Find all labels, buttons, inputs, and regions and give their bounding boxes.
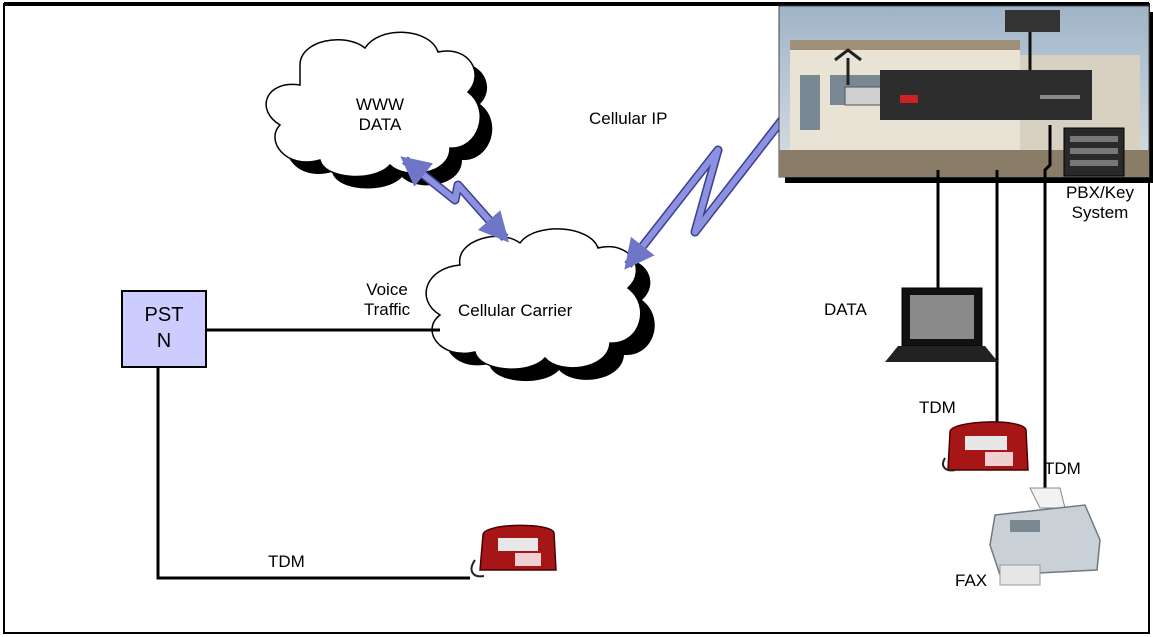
laptop-icon bbox=[885, 287, 998, 362]
tdm-fax-line bbox=[1043, 125, 1052, 505]
voice-label-line2: Traffic bbox=[363, 300, 411, 319]
www-label-line1: WWW bbox=[355, 95, 405, 114]
tdm-line-bottom bbox=[156, 368, 470, 580]
fax-icon bbox=[989, 487, 1101, 586]
cellular-carrier-cloud bbox=[425, 228, 655, 382]
www-carrier-link bbox=[400, 156, 509, 243]
cellular-carrier-label: Cellular Carrier bbox=[458, 301, 573, 320]
phone-icon-bottom bbox=[470, 524, 557, 578]
cellular-ip-label: Cellular IP bbox=[589, 109, 668, 128]
cellular-ip-link bbox=[624, 53, 834, 270]
phone-icon-right bbox=[942, 421, 1029, 472]
pbx-label-line2: System bbox=[1071, 203, 1129, 222]
fax-label: FAX bbox=[955, 571, 988, 590]
data-label: DATA bbox=[824, 300, 867, 319]
voice-label-line1: Voice bbox=[366, 280, 408, 299]
www-label-line2: DATA bbox=[358, 115, 402, 134]
pbx-key-system bbox=[1063, 127, 1125, 177]
pbx-label: PBX/Key System bbox=[1060, 183, 1140, 223]
pstn-box: PST N bbox=[121, 290, 207, 368]
tdm-label-fax: TDM bbox=[1044, 459, 1081, 478]
www-data-cloud bbox=[265, 31, 493, 189]
tdm-label-bottom: TDM bbox=[268, 552, 305, 571]
pstn-label-line2: N bbox=[156, 330, 172, 352]
www-cloud-label: WWW DATA bbox=[340, 95, 420, 135]
pstn-label-line1: PST bbox=[144, 304, 184, 326]
tdm-label-phone: TDM bbox=[919, 398, 956, 417]
voice-traffic-label: Voice Traffic bbox=[342, 280, 432, 320]
pbx-label-line1: PBX/Key bbox=[1065, 183, 1135, 202]
